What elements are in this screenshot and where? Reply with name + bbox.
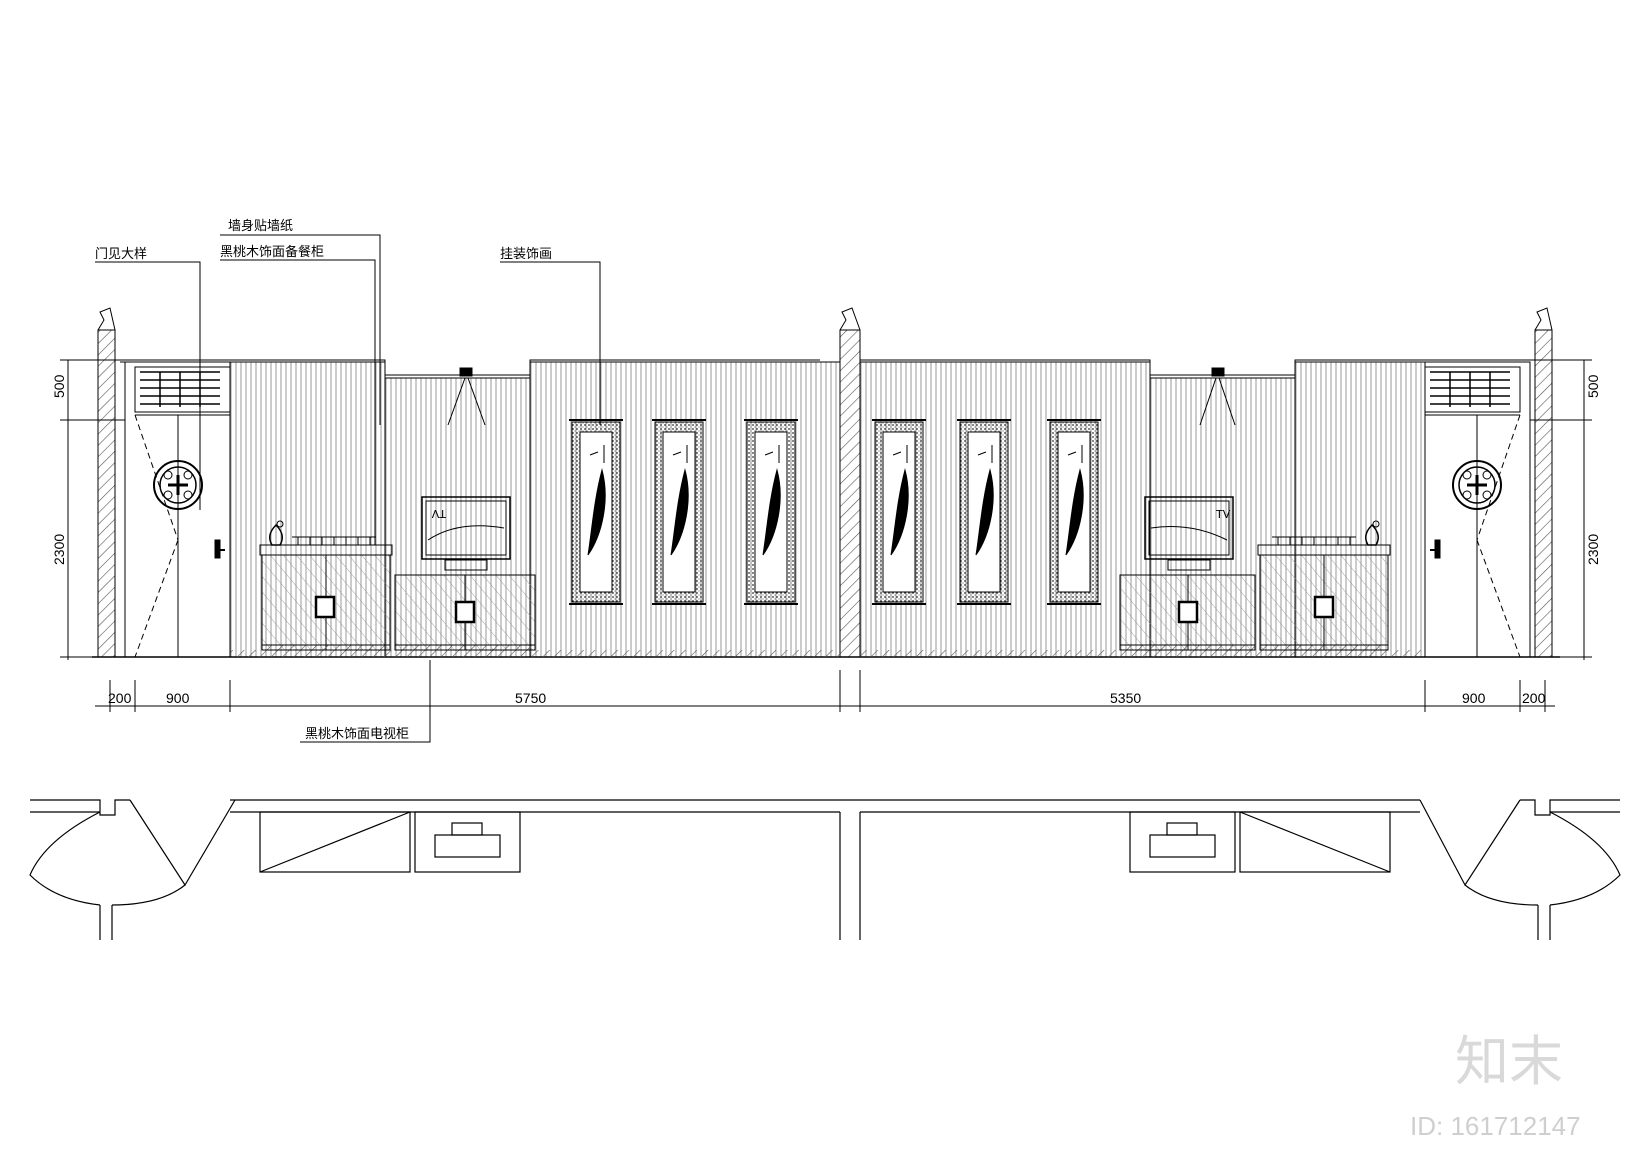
callout-tv-cabinet: 黑桃木饰面电视柜 [305,727,409,742]
dining-cabinet-right [1257,520,1391,651]
plan-tv-cabinet-left [414,811,521,873]
tv-cabinet-right [1119,496,1256,651]
dim-right-wall: 200 [1522,690,1546,706]
scroll-painting [1047,419,1101,605]
plan-dining-cabinet-left [259,811,411,873]
callouts [95,234,601,743]
wall-section [97,329,116,658]
wall-section [839,329,861,658]
tv-cabinet-left [394,496,536,651]
dim-right-main: 2300 [1585,534,1601,565]
scroll-painting [744,419,798,605]
scroll-painting [957,419,1011,605]
scroll-paintings [569,419,1101,605]
tv-label-right: TV [1215,508,1231,521]
scroll-painting [569,419,623,605]
ceiling-lamp-left [447,367,486,426]
ceiling-line [120,359,820,376]
callout-hanging-painting: 挂装饰画 [500,247,552,262]
dim-right-room: 5350 [1110,690,1141,706]
dimension-lines [60,359,1592,712]
dim-left-room: 5750 [515,690,546,706]
elevation-view [92,307,1560,658]
dim-left-main: 2300 [51,534,67,565]
dim-left-wall: 200 [108,690,132,706]
watermark-id: ID: 161712147 [1410,1111,1581,1141]
door-left [124,361,231,658]
callout-wallpaper: 墙身贴墙纸 [228,218,293,234]
scroll-painting [652,419,706,605]
dim-right-door: 900 [1462,690,1486,706]
watermark-logo: 知末 [1455,1030,1563,1093]
callout-dining-cabinet: 黑桃木饰面备餐柜 [220,244,324,260]
dining-cabinet-left [259,520,393,651]
dim-left-door: 900 [166,690,190,706]
wall-section [1534,329,1553,658]
tv-label-left: TV [431,507,447,520]
floor-plan [29,799,1621,940]
door-right [1424,361,1531,658]
plan-dining-cabinet-right [1239,811,1391,873]
ceiling-lamp-right [1199,367,1236,426]
callout-door-detail: 门见大样 [95,247,147,262]
plan-tv-cabinet-right [1129,811,1236,873]
dim-right-top: 500 [1585,374,1601,398]
scroll-painting [872,419,926,605]
dim-left-top: 500 [51,374,67,398]
